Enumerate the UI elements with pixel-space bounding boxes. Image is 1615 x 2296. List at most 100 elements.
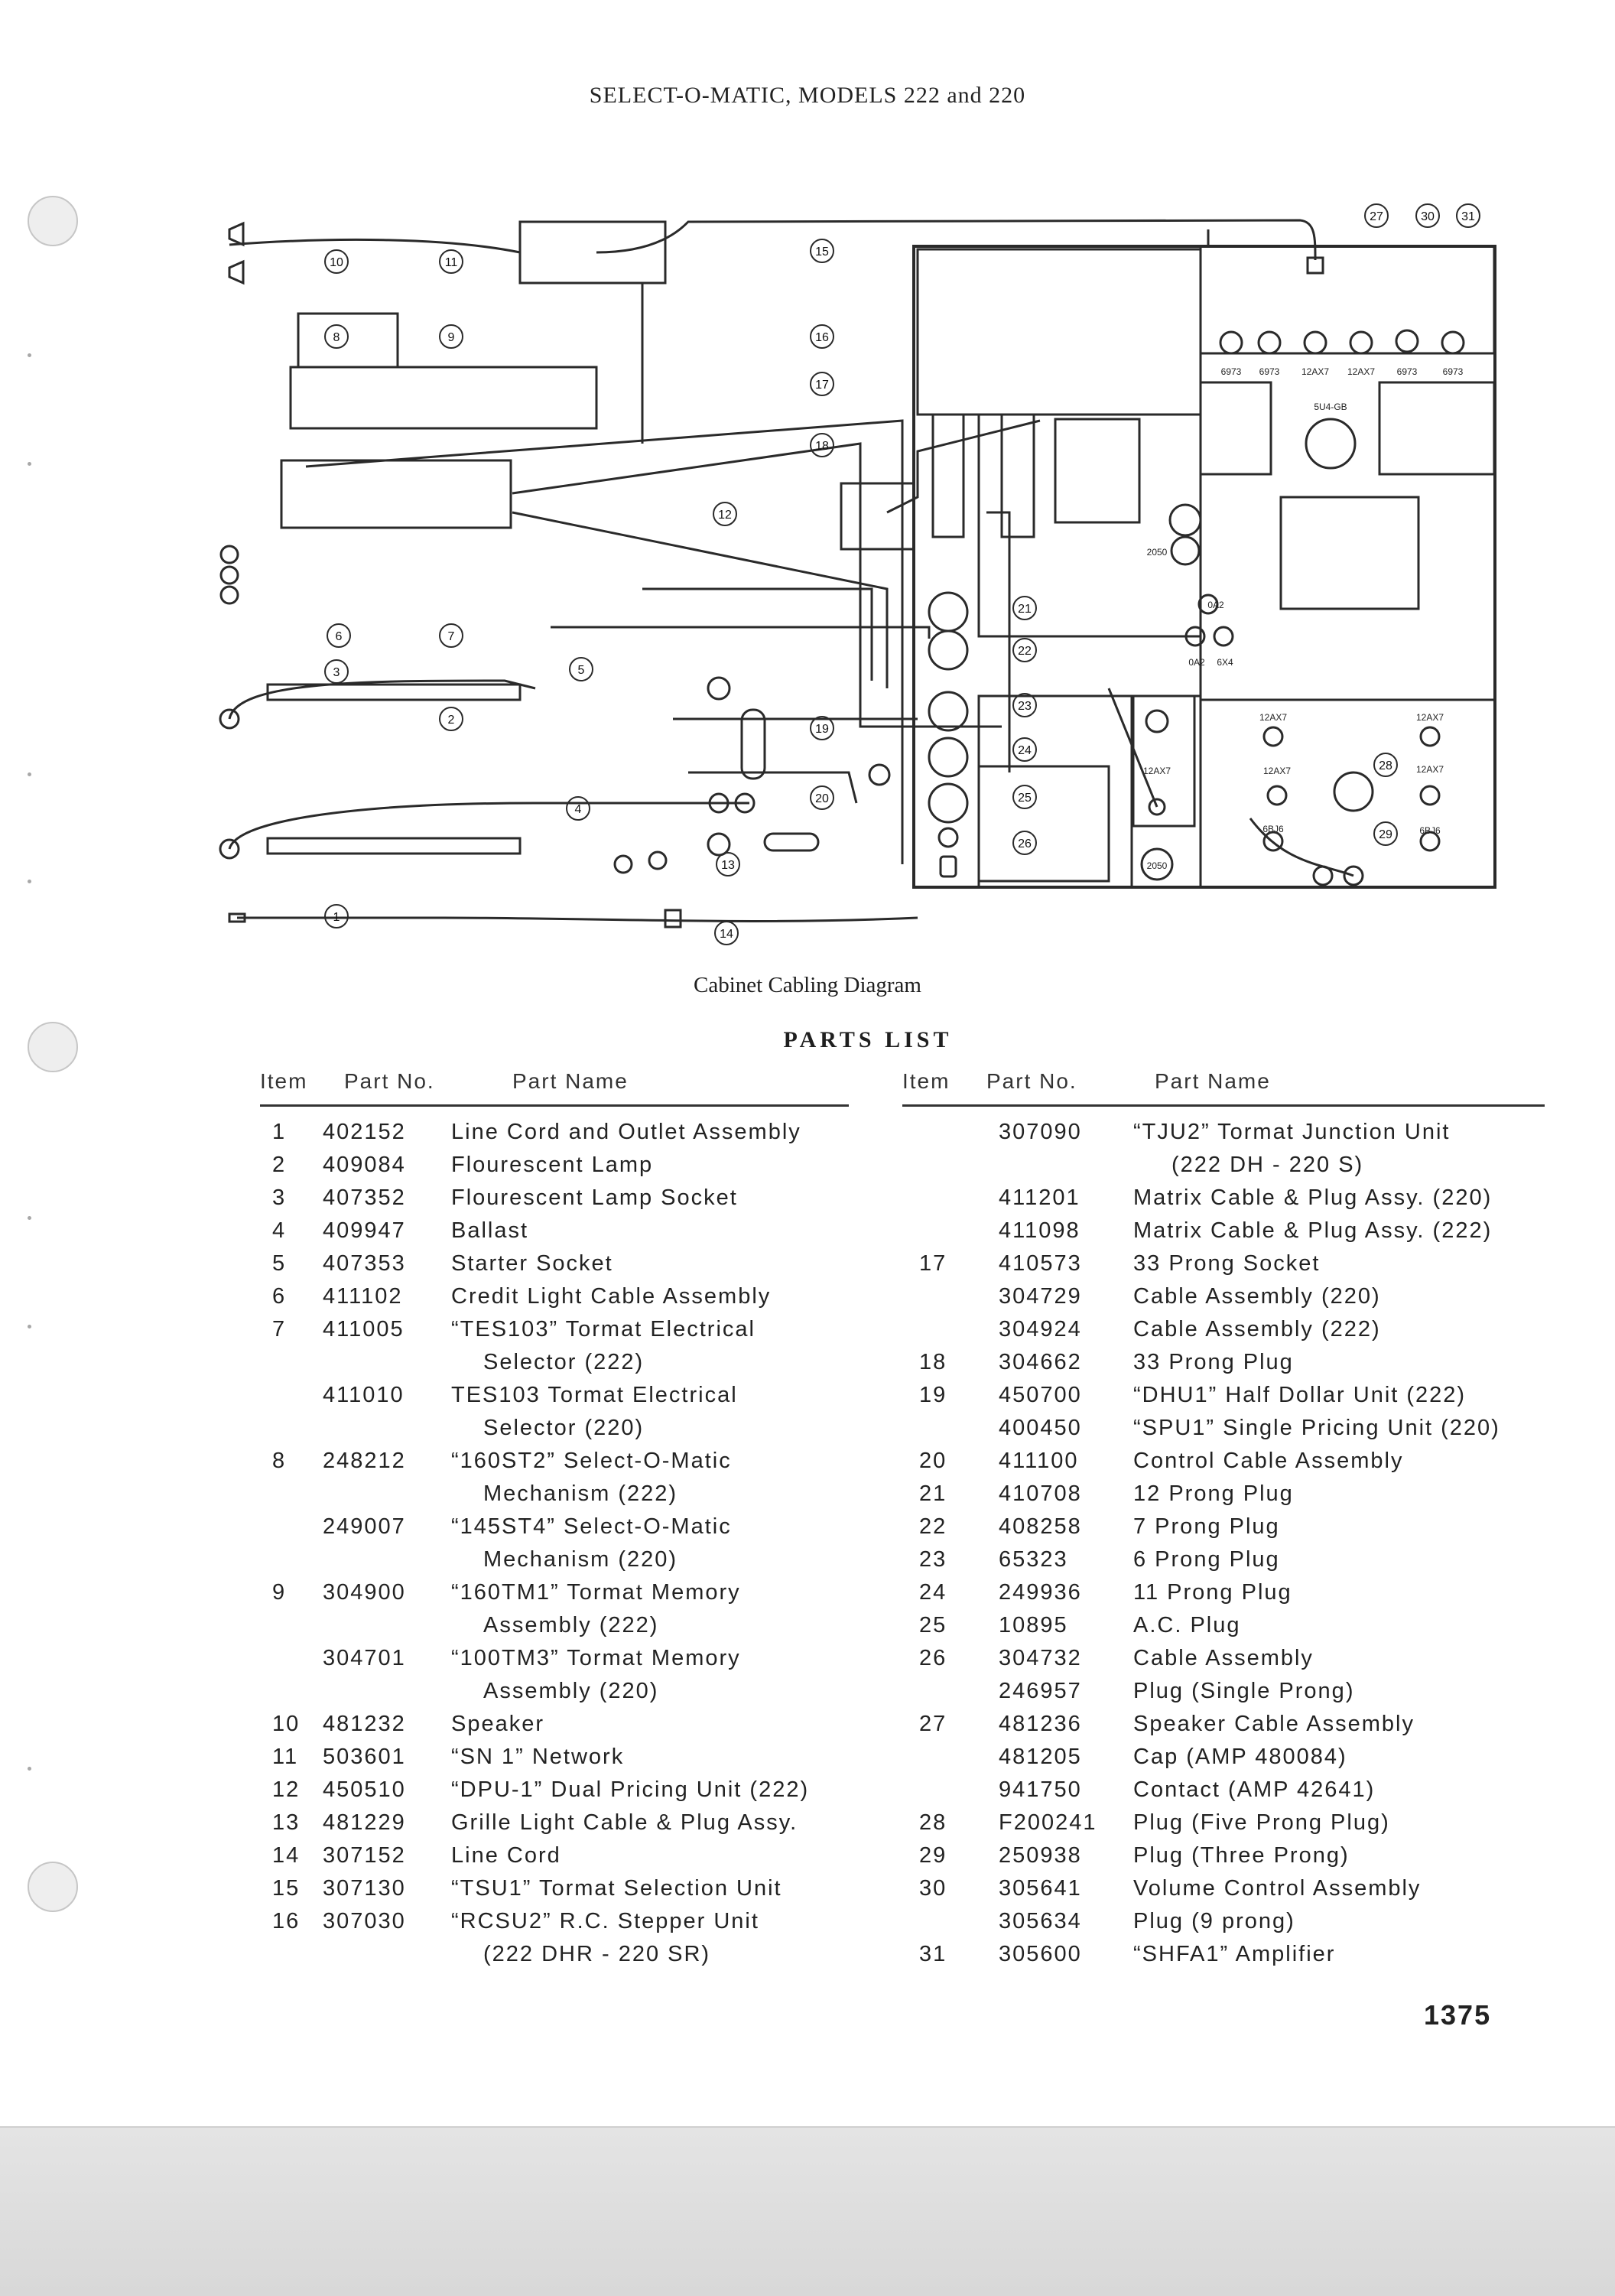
svg-text:15: 15	[815, 246, 829, 259]
part-no-cell: 411005	[323, 1317, 405, 1342]
item-cell: 3	[272, 1185, 287, 1210]
svg-text:12AX7: 12AX7	[1347, 366, 1375, 377]
svg-text:2050: 2050	[1147, 547, 1168, 558]
item-cell: 23	[919, 1547, 947, 1572]
item-cell	[902, 1313, 988, 1346]
part-name-cell: Credit Light Cable Assembly	[451, 1284, 772, 1309]
parts-list-row: 249007“145ST4” Select-O-Matic	[260, 1511, 849, 1543]
part-name-cell: Flourescent Lamp Socket	[451, 1185, 738, 1210]
part-no-cell: 411098	[999, 1218, 1080, 1243]
item-cell: 24	[919, 1580, 947, 1605]
callout-10: 10	[324, 249, 349, 274]
part-name-cell: “SPU1” Single Pricing Unit (220)	[1133, 1416, 1500, 1440]
part-no-cell: 409947	[323, 1218, 406, 1243]
callout-9: 9	[439, 324, 463, 349]
part-name-cell: Assembly (222)	[483, 1613, 659, 1637]
component-boxes	[266, 220, 1496, 889]
part-no-cell: 65323	[999, 1547, 1068, 1572]
svg-text:6973: 6973	[1259, 366, 1280, 377]
item-cell	[902, 1675, 988, 1708]
item-cell: 4	[272, 1218, 287, 1243]
item-cell: 26	[919, 1646, 947, 1670]
svg-text:12AX7: 12AX7	[1416, 764, 1444, 775]
part-no-cell: 407353	[323, 1251, 406, 1276]
item-cell: 6	[272, 1284, 287, 1309]
svg-text:6X4: 6X4	[1217, 657, 1233, 668]
part-name-cell: “SN 1” Network	[451, 1745, 625, 1769]
part-no-cell	[988, 1149, 1113, 1182]
item-cell	[260, 1543, 323, 1576]
callout-4: 4	[566, 796, 590, 821]
callout-29: 29	[1373, 821, 1398, 846]
part-no-cell: 503601	[323, 1745, 406, 1769]
part-no-cell: 307030	[323, 1909, 406, 1933]
part-no-cell	[323, 1346, 437, 1379]
part-name-cell: Grille Light Cable & Plug Assy.	[451, 1810, 798, 1835]
svg-text:11: 11	[445, 256, 458, 269]
margin-dot	[28, 1216, 31, 1220]
item-cell	[260, 1511, 323, 1543]
parts-list-row: Assembly (220)	[260, 1675, 849, 1708]
part-name-cell: (222 DH - 220 S)	[1171, 1153, 1364, 1177]
item-cell	[260, 1346, 323, 1379]
item-cell	[902, 1149, 988, 1182]
callout-20: 20	[810, 785, 834, 810]
parts-list-header: Item Part No. Part Name	[902, 1069, 1545, 1107]
item-cell: 21	[919, 1481, 947, 1506]
callout-23: 23	[1012, 693, 1037, 717]
page-header-title: SELECT-O-MATIC, MODELS 222 and 220	[589, 83, 1026, 108]
part-no-cell	[323, 1938, 437, 1971]
svg-text:0A2: 0A2	[1207, 600, 1224, 610]
svg-text:6973: 6973	[1443, 366, 1464, 377]
part-name-cell: Selector (222)	[483, 1350, 645, 1374]
callout-19: 19	[810, 716, 834, 740]
part-name-cell: Line Cord and Outlet Assembly	[451, 1120, 801, 1144]
svg-text:26: 26	[1018, 837, 1032, 850]
svg-text:17: 17	[815, 379, 829, 392]
part-no-cell: 450510	[323, 1777, 406, 1802]
punch-hole-bottom	[28, 1862, 78, 1912]
callout-14: 14	[714, 921, 739, 945]
item-cell: 2	[272, 1153, 287, 1177]
callout-21: 21	[1012, 596, 1037, 620]
part-no-cell: 246957	[999, 1679, 1082, 1703]
part-no-cell: 304662	[999, 1350, 1082, 1374]
part-no-cell	[323, 1675, 437, 1708]
part-name-cell: “SHFA1” Amplifier	[1133, 1942, 1336, 1966]
diagram-caption: Cabinet Cabling Diagram	[694, 973, 921, 997]
margin-dot	[28, 772, 31, 776]
part-no-cell: 307152	[323, 1843, 406, 1868]
svg-text:30: 30	[1421, 210, 1435, 223]
part-no-cell: 304701	[323, 1646, 406, 1670]
parts-list-row: (222 DH - 220 S)	[902, 1149, 1545, 1182]
item-cell	[260, 1642, 323, 1675]
item-cell	[260, 1938, 323, 1971]
part-name-cell: Cable Assembly (220)	[1133, 1284, 1381, 1309]
svg-text:12AX7: 12AX7	[1416, 712, 1444, 723]
item-cell: 20	[919, 1449, 947, 1473]
part-no-cell: 304732	[999, 1646, 1082, 1670]
item-cell: 14	[272, 1843, 301, 1868]
part-no-cell: 307090	[999, 1120, 1082, 1144]
part-no-cell: 305641	[999, 1876, 1082, 1901]
part-name-cell: “DPU-1” Dual Pricing Unit (222)	[451, 1777, 810, 1802]
callout-15: 15	[810, 239, 834, 263]
item-cell: 15	[272, 1876, 301, 1901]
part-no-cell: 450700	[999, 1383, 1082, 1407]
svg-text:28: 28	[1379, 759, 1392, 772]
punch-hole-middle	[28, 1022, 78, 1072]
part-name-cell: Flourescent Lamp	[451, 1153, 654, 1177]
svg-text:12AX7: 12AX7	[1259, 712, 1287, 723]
callout-24: 24	[1012, 737, 1037, 762]
part-name-cell: “160ST2” Select-O-Matic	[451, 1449, 732, 1473]
item-cell	[260, 1478, 323, 1511]
